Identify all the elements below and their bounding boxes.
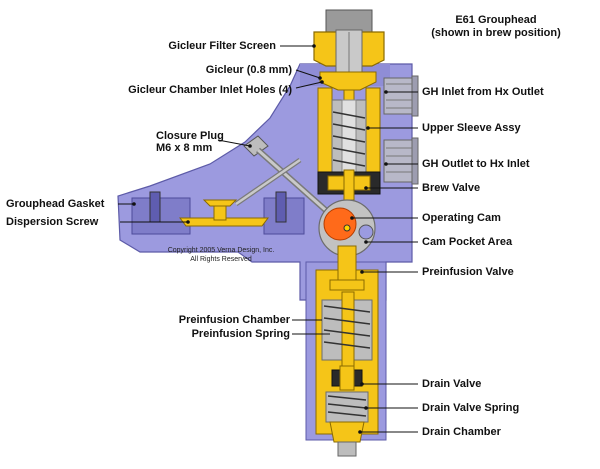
label-closure-plug-line-2: M6 x 8 mm — [156, 142, 213, 154]
label-preinfusion-valve: Preinfusion Valve — [422, 266, 514, 278]
operating-cam — [323, 207, 357, 241]
leader-dots-right — [350, 90, 388, 434]
label-dispersion-screw: Dispersion Screw — [6, 216, 99, 228]
leader-lines-left-lower — [292, 319, 330, 335]
label-brew-valve: Brew Valve — [422, 182, 481, 194]
drain-valve-spring — [325, 391, 369, 423]
preinfusion-chamber — [321, 291, 373, 369]
label-gicleur: Gicleur (0.8 mm) — [205, 64, 292, 76]
label-gicleur-filter-screen: Gicleur Filter Screen — [168, 40, 276, 52]
leader-lines-right — [352, 91, 418, 433]
copyright-line-1: Copyright 2005 Verna Design, Inc. — [167, 247, 275, 254]
copyright-notice: Copyright 2005 Verna Design, Inc. All Ri… — [156, 246, 286, 264]
closure-plug — [243, 135, 332, 217]
label-grouphead-gasket: Grouphead Gasket — [6, 198, 105, 210]
preinfusion-valve — [329, 245, 365, 291]
label-closure-plug-line-1: Closure Plug — [156, 130, 224, 142]
preinfusion-spring — [323, 305, 371, 349]
label-drain-valve-spring: Drain Valve Spring — [422, 402, 520, 414]
label-gicleur-chamber-inlet-holes: Gicleur Chamber Inlet Holes (4) — [128, 84, 292, 96]
drain-valve — [331, 365, 363, 391]
label-closure-plug: Closure Plug M6 x 8 mm — [156, 130, 224, 154]
diagram-title: E61 Grouphead (shown in brew position) — [398, 14, 594, 40]
upper-sleeve-assy — [317, 87, 381, 193]
leader-dots-left — [132, 44, 324, 224]
copyright-line-2: All Rights Reserved — [190, 256, 252, 263]
label-preinfusion-spring: Preinfusion Spring — [191, 328, 290, 340]
brew-valve — [317, 169, 381, 201]
leader-lines-left — [118, 45, 323, 223]
gicleur-filter-screen — [313, 9, 385, 73]
title-line-1: E61 Grouphead — [455, 14, 537, 26]
drain-chamber — [329, 421, 365, 457]
label-gh-outlet: GH Outlet to Hx Inlet — [422, 158, 530, 170]
title-line-2: (shown in brew position) — [431, 27, 561, 39]
gh-outlet-fitting — [383, 137, 419, 185]
label-drain-chamber: Drain Chamber — [422, 426, 501, 438]
label-upper-sleeve-assy: Upper Sleeve Assy — [422, 122, 521, 134]
grouphead-gasket — [131, 191, 305, 235]
label-preinfusion-chamber: Preinfusion Chamber — [178, 314, 290, 326]
label-drain-valve: Drain Valve — [422, 378, 482, 390]
gh-inlet-fitting — [383, 75, 419, 117]
dispersion-screw — [179, 199, 269, 227]
label-gh-inlet: GH Inlet from Hx Outlet — [422, 86, 544, 98]
label-operating-cam: Operating Cam — [422, 212, 501, 224]
diagonal-passage-lower-fill — [235, 158, 301, 206]
label-cam-pocket-area: Cam Pocket Area — [422, 236, 513, 248]
